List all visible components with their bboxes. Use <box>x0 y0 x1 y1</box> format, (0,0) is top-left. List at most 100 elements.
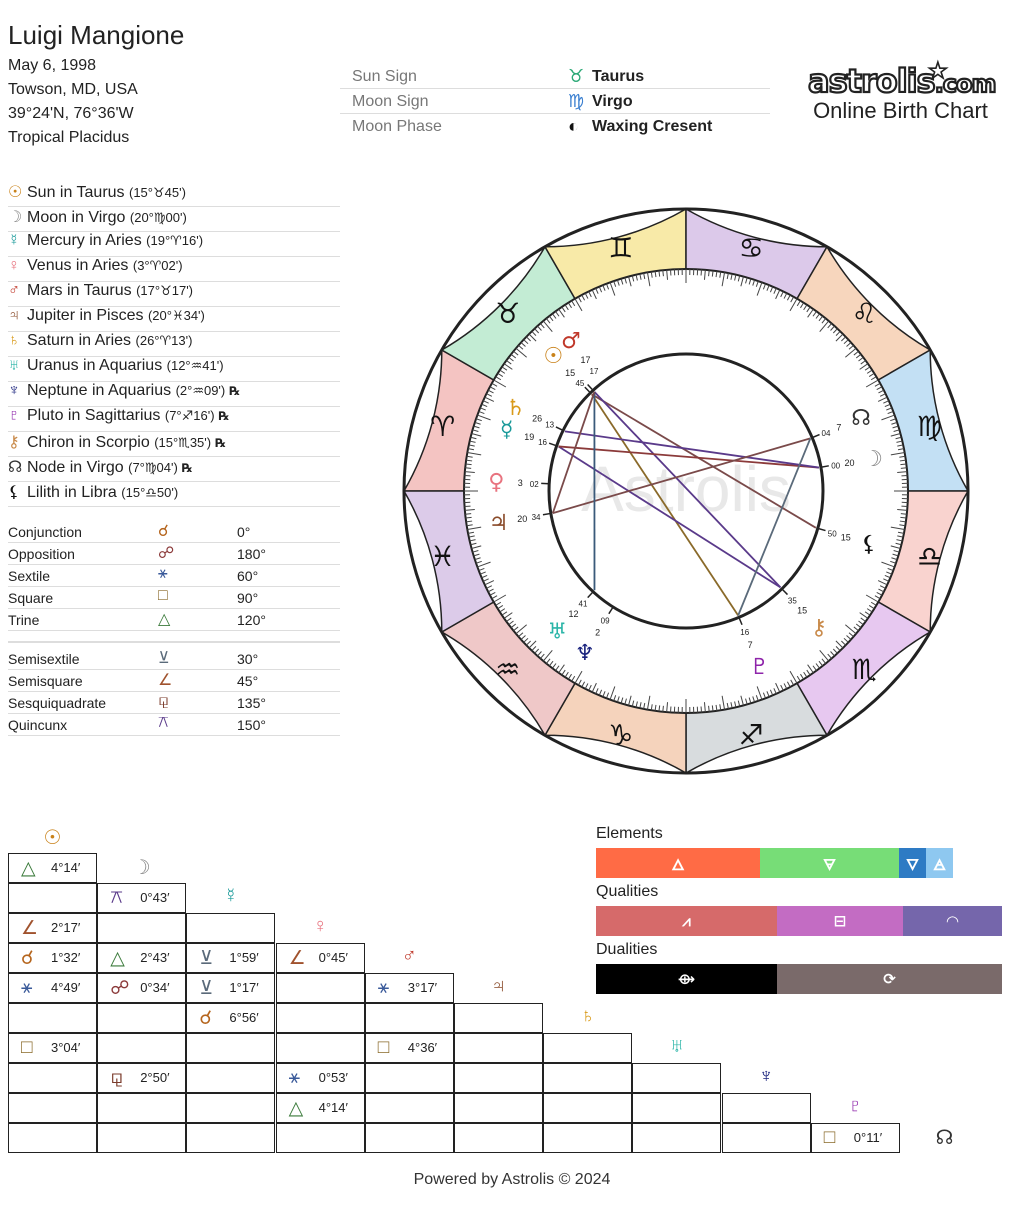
degree-tick <box>588 684 592 691</box>
aspect-name: Conjunction <box>8 524 82 540</box>
aspect-orb: 0°11′ <box>853 1130 883 1145</box>
aspect-grid-cell <box>97 1033 187 1063</box>
degree-tick <box>883 400 890 404</box>
degree-tick <box>473 425 480 429</box>
degree-tick <box>567 673 572 680</box>
planet-position: (15°♎50') <box>121 485 179 500</box>
degree-tick <box>654 271 657 278</box>
degree-tick <box>821 658 827 664</box>
degree-tick <box>752 696 756 703</box>
degree-tick <box>558 308 565 318</box>
degree-tick <box>545 658 551 664</box>
planet-position: (7°♍04') <box>128 460 178 475</box>
degree-tick <box>870 601 877 606</box>
aspect-line <box>737 438 812 616</box>
degree-tick <box>748 697 752 704</box>
degree-tick <box>719 704 722 711</box>
yang-icon: ⟴ <box>677 971 696 988</box>
degree-tick <box>775 682 781 693</box>
planet-marker <box>781 588 789 596</box>
planet-glyph-icon: ☊ <box>8 459 23 476</box>
aspect-line <box>591 393 739 617</box>
planet-minute: 34 <box>532 513 541 522</box>
planet-degree: 15 <box>841 532 851 542</box>
degree-tick <box>766 284 770 291</box>
planet-position: (20°♓34') <box>147 308 205 323</box>
degree-tick <box>497 372 504 377</box>
aspect-angle: 120° <box>237 612 266 628</box>
libra-icon: ♎ <box>917 540 942 573</box>
degree-tick <box>598 286 603 293</box>
planet-position: (3°♈02') <box>132 258 183 273</box>
virgo-icon: ♍ <box>917 410 942 443</box>
degree-tick <box>537 651 542 657</box>
degree-tick <box>598 689 603 696</box>
degree-tick <box>845 624 857 635</box>
logo-main-text: astrolis <box>807 61 937 101</box>
aspect-glyph-icon: ⚼ <box>158 692 170 709</box>
degree-tick <box>523 637 529 643</box>
retrograde-icon: ℞ <box>229 384 241 398</box>
degree-tick <box>835 333 844 342</box>
degree-tick <box>895 542 902 546</box>
degree-tick <box>845 347 857 358</box>
degree-tick <box>465 516 472 519</box>
degree-tick <box>874 382 881 387</box>
degree-tick <box>899 520 906 523</box>
degree-tick <box>482 400 489 404</box>
virgo-icon: ♍ <box>568 91 585 111</box>
degree-tick <box>886 571 893 575</box>
planet-label: Uranus in Aquarius <box>27 357 163 374</box>
degree-tick <box>584 683 589 690</box>
planet-row: ♃Jupiter in Pisces (20°♓34') <box>8 307 340 332</box>
astrolis-logo[interactable]: astrolis.com ★ Online Birth Chart <box>807 57 998 124</box>
degree-tick <box>715 271 718 278</box>
degree-tick <box>510 353 517 359</box>
degree-tick <box>900 516 907 519</box>
planet-glyph-icon: ♇ <box>8 407 20 424</box>
summary-value: Virgo <box>592 93 633 110</box>
degree-tick <box>740 695 744 706</box>
taurus-icon: ♉ <box>495 297 520 330</box>
saturn-icon: ♄ <box>506 396 526 421</box>
fire-icon: 🜂 <box>671 856 685 874</box>
distribution-title: Elements <box>596 825 663 842</box>
planet-marker <box>584 386 591 394</box>
degree-tick <box>853 350 859 356</box>
degree-tick <box>628 276 632 287</box>
aspect-grid-cell <box>186 1063 276 1093</box>
degree-tick <box>506 360 512 365</box>
aspect-name: Semisquare <box>8 673 83 689</box>
aspect-legend-row: Square□90° <box>8 587 340 609</box>
aspect-legend-row: Opposition☍180° <box>8 543 340 565</box>
aspect-grid-cell <box>275 1033 365 1063</box>
earth-icon: 🜃 <box>822 856 837 874</box>
aspect-grid-cell: ☌1°32′ <box>8 943 97 973</box>
degree-tick <box>818 660 824 667</box>
aspect-grid-cell <box>186 913 276 943</box>
planet-degree: 3 <box>518 478 523 488</box>
distribution-segment-water: 🜄 <box>899 848 926 878</box>
degree-tick <box>843 637 849 643</box>
degree-tick <box>835 640 844 649</box>
planet-minute: 35 <box>788 597 797 606</box>
degree-tick <box>766 691 770 698</box>
degree-tick <box>832 328 838 334</box>
aspect-grid-cell <box>543 1093 633 1123</box>
aspect-glyph-icon: ⚼ <box>110 1067 124 1088</box>
degree-tick <box>703 702 706 713</box>
aspect-grid-cell: ⊻1°59′ <box>186 943 276 973</box>
gemini-icon: ♊ <box>608 232 633 265</box>
planet-degree: 2 <box>595 628 600 638</box>
aspect-grid-cell: ⚻0°43′ <box>97 883 187 913</box>
aries-icon: ♈ <box>430 410 455 443</box>
degree-tick <box>639 273 642 280</box>
degree-tick <box>748 278 752 285</box>
summary-row: Moon Sign ♍ Virgo <box>340 89 770 114</box>
birth-coordinates: 39°24'N, 76°36'W <box>8 105 134 122</box>
degree-tick <box>841 336 847 342</box>
degree-tick <box>643 272 646 280</box>
aspect-orb: 0°45′ <box>318 950 348 965</box>
degree-tick <box>769 286 774 293</box>
degree-tick <box>860 360 866 365</box>
